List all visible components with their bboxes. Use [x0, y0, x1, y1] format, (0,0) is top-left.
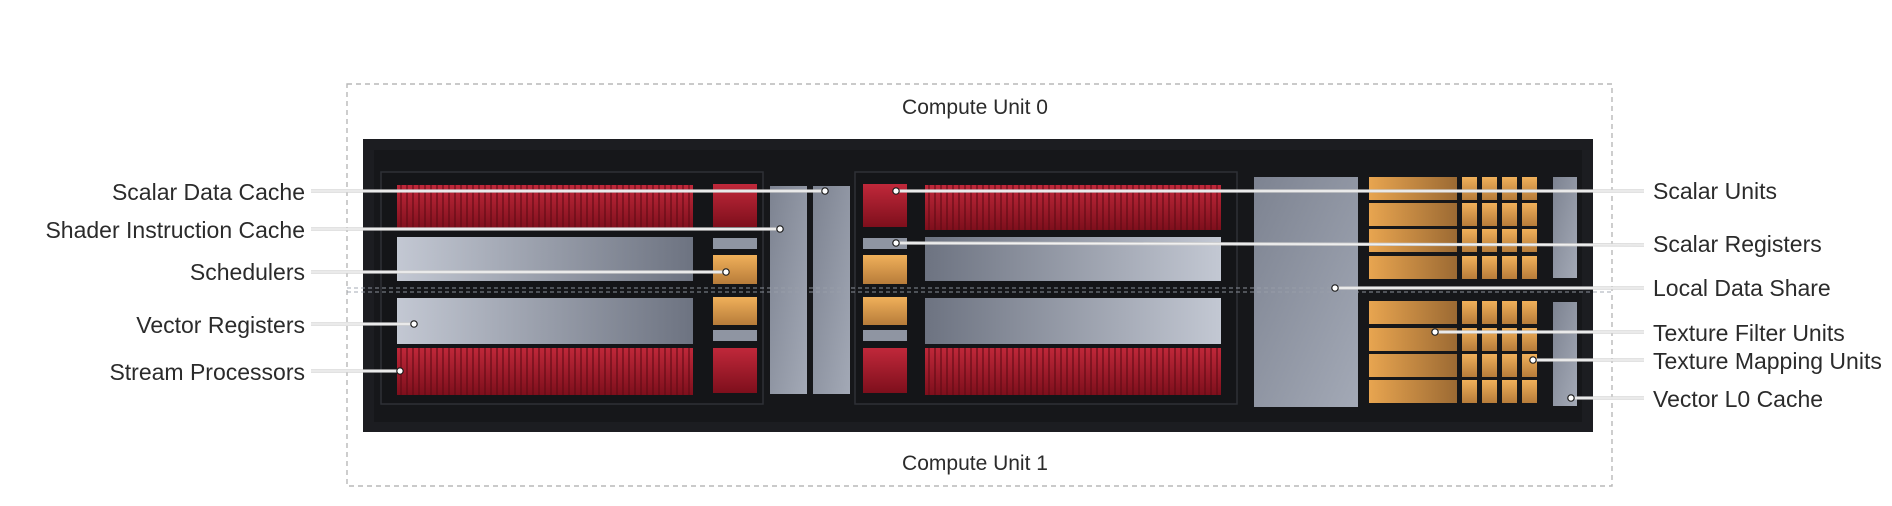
callout-scalar-units: Scalar Units: [892, 178, 1777, 204]
scalar-unit-bottom-left: [713, 348, 757, 393]
label-local-data-share: Local Data Share: [1653, 275, 1831, 301]
callout-scalar-registers: Scalar Registers: [892, 231, 1822, 257]
label-texture-filter-units: Texture Filter Units: [1653, 320, 1845, 346]
callout-vector-l0-cache: Vector L0 Cache: [1567, 386, 1823, 412]
texture-mapping-units-bottom: [1462, 301, 1537, 403]
label-scalar-registers: Scalar Registers: [1653, 231, 1822, 257]
scalar-register-top-left: [713, 238, 757, 249]
vector-l0-cache-top: [1553, 177, 1577, 278]
scheduler-top-left: [713, 255, 757, 284]
texture-filter-units-top: [1369, 177, 1457, 279]
callout-vector-registers: Vector Registers: [136, 312, 418, 338]
scalar-data-cache: [813, 186, 850, 394]
label-scalar-data-cache: Scalar Data Cache: [112, 179, 305, 205]
callout-stream-processors: Stream Processors: [109, 359, 404, 385]
callout-local-data-share: Local Data Share: [1331, 275, 1831, 301]
callout-texture-filter-units: Texture Filter Units: [1431, 320, 1845, 346]
compute-unit-1-label: Compute Unit 1: [902, 452, 1048, 475]
callout-scalar-data-cache: Scalar Data Cache: [112, 179, 829, 205]
label-vector-l0-cache: Vector L0 Cache: [1653, 386, 1823, 412]
vector-registers-top-left: [397, 237, 693, 281]
compute-unit-0-label: Compute Unit 0: [902, 96, 1048, 119]
label-scalar-units: Scalar Units: [1653, 178, 1777, 204]
label-texture-mapping-units: Texture Mapping Units: [1653, 348, 1882, 374]
label-schedulers: Schedulers: [190, 259, 305, 285]
callout-texture-mapping-units: Texture Mapping Units: [1529, 348, 1882, 374]
vector-registers-bottom-right: [925, 298, 1221, 344]
label-shader-instruction-cache: Shader Instruction Cache: [45, 217, 305, 243]
scalar-register-bottom-right: [863, 330, 907, 341]
vector-registers-bottom-left: [397, 298, 693, 344]
scalar-unit-bottom-right: [863, 348, 907, 393]
scalar-register-top-right: [863, 238, 907, 249]
vector-l0-cache-bottom: [1553, 302, 1577, 406]
scheduler-bottom-right: [863, 297, 907, 325]
scalar-register-bottom-left: [713, 330, 757, 341]
label-vector-registers: Vector Registers: [136, 312, 305, 338]
compute-unit-frame: [346, 83, 1613, 487]
callout-schedulers: Schedulers: [190, 259, 730, 285]
stream-processor-lanes: [925, 348, 1221, 395]
scheduler-top-right: [863, 255, 907, 284]
label-stream-processors: Stream Processors: [109, 359, 305, 385]
shader-instruction-cache: [770, 186, 807, 394]
callout-shader-instruction-cache: Shader Instruction Cache: [45, 217, 784, 243]
scheduler-bottom-left: [713, 297, 757, 325]
stream-processor-lanes: [397, 348, 693, 395]
